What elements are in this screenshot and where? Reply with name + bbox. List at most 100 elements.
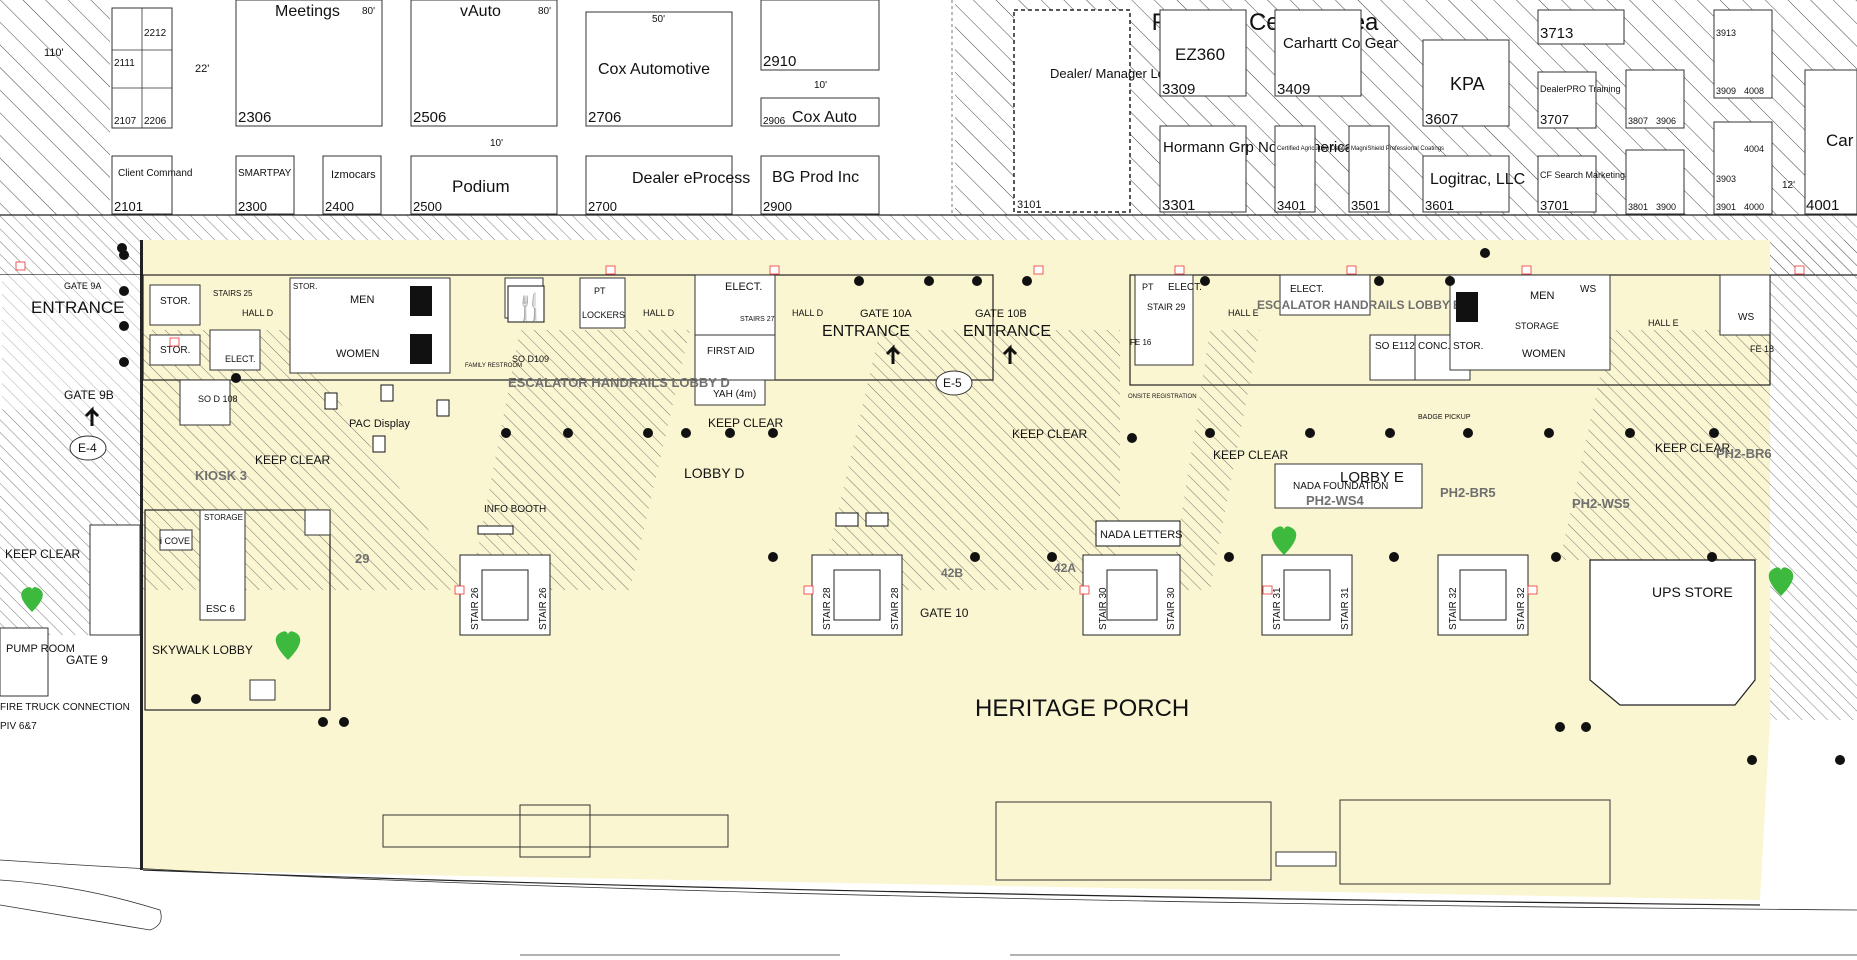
svg-text:2212: 2212 (144, 28, 167, 39)
stair-26-block[interactable]: STAIR 26 STAIR 26 (459, 554, 551, 636)
svg-text:PH2-WS5: PH2-WS5 (1572, 496, 1630, 511)
svg-text:STAIR 26: STAIR 26 (470, 587, 481, 630)
aed-icon (21, 587, 43, 612)
svg-text:UPS STORE: UPS STORE (1652, 584, 1733, 600)
svg-text:WOMEN: WOMEN (336, 348, 379, 360)
booth-agpass[interactable]: Certified Agriculture Dealerships AgPass… (1274, 125, 1385, 213)
booth-carhartt[interactable]: Carhartt Co Gear 3409 (1274, 9, 1398, 98)
svg-text:KPA: KPA (1450, 74, 1485, 94)
booth-2910[interactable]: 2910 (760, 0, 880, 71)
svg-text:ONSITE REGISTRATION: ONSITE REGISTRATION (1128, 394, 1197, 400)
booth-cf-search[interactable]: CF Search Marketing 3701 (1537, 155, 1625, 213)
svg-text:HALL D: HALL D (242, 308, 274, 318)
svg-text:MEN: MEN (1530, 290, 1555, 302)
structural-columns (117, 243, 1845, 765)
svg-text:Dealer/ Manager Lounge: Dealer/ Manager Lounge (1050, 66, 1194, 81)
svg-text:BADGE PICKUP: BADGE PICKUP (1418, 414, 1471, 421)
svg-text:3409: 3409 (1277, 81, 1310, 98)
svg-text:3607: 3607 (1425, 111, 1458, 128)
svg-text:STAIR 28: STAIR 28 (890, 587, 901, 630)
svg-text:FE 18: FE 18 (1750, 344, 1774, 354)
svg-text:MEN: MEN (350, 294, 375, 306)
svg-text:Meetings: Meetings (275, 3, 340, 20)
svg-text:Logitrac, LLC: Logitrac, LLC (1430, 171, 1525, 188)
svg-text:42A: 42A (1054, 561, 1076, 575)
booth-dealerpro[interactable]: DealerPRO Training 3707 (1537, 71, 1621, 129)
stair-32-block[interactable]: STAIR 32 STAIR 32 (1437, 554, 1529, 636)
svg-text:PH2-BR5: PH2-BR5 (1440, 485, 1496, 500)
svg-text:WS: WS (1738, 312, 1754, 323)
svg-text:ESCALATOR HANDRAILS LOBBY D: ESCALATOR HANDRAILS LOBBY D (508, 375, 730, 390)
ups-store[interactable]: UPS STORE (1589, 559, 1756, 706)
svg-text:4001: 4001 (1806, 197, 1839, 214)
booth-ez360[interactable]: EZ360 3309 (1159, 9, 1247, 98)
svg-text:3901: 3901 (1716, 202, 1736, 212)
svg-text:STORAGE: STORAGE (1515, 321, 1559, 331)
svg-text:110': 110' (44, 47, 64, 59)
booth-izmocars[interactable]: Izmocars 2400 (322, 155, 382, 215)
svg-text:DealerPRO Training: DealerPRO Training (1540, 84, 1621, 94)
booth-car-4001[interactable]: Car 4001 (1804, 69, 1857, 215)
booth-dealer-manager-lounge[interactable]: Dealer/ Manager Lounge 3101 (1013, 9, 1194, 213)
stair-28-block[interactable]: STAIR 28 STAIR 28 (811, 554, 903, 636)
svg-text:ESC 6: ESC 6 (206, 604, 235, 615)
heritage-porch-label: HERITAGE PORCH (975, 695, 1189, 722)
svg-text:2500: 2500 (413, 199, 442, 214)
svg-text:Podium: Podium (452, 177, 510, 196)
entrance-gate-10b: ENTRANCE (963, 323, 1051, 340)
booth-meetings[interactable]: Meetings 80' 2306 (235, 0, 383, 127)
svg-text:GATE 10B: GATE 10B (975, 308, 1027, 320)
svg-text:ELECT.: ELECT. (725, 281, 762, 293)
svg-text:SO E112: SO E112 (1375, 341, 1415, 352)
food-service-icon-e (1456, 292, 1478, 322)
fire-extinguisher-icon (15, 261, 1805, 595)
svg-text:80': 80' (538, 6, 551, 17)
svg-text:3900: 3900 (1656, 202, 1676, 212)
svg-text:4008: 4008 (1744, 86, 1764, 96)
booth-magnishield[interactable]: MagniShield Professional Coatings 3501 (1348, 125, 1444, 213)
svg-text:FIRE TRUCK CONNECTION: FIRE TRUCK CONNECTION (0, 702, 130, 713)
booth-3713[interactable]: 3713 (1537, 9, 1625, 45)
booth-vauto[interactable]: vAuto 80' 2506 (410, 0, 558, 127)
svg-text:HALL D: HALL D (792, 308, 824, 318)
stair-30-block[interactable]: STAIR 30 STAIR 30 (1082, 554, 1181, 636)
svg-text:STORAGE: STORAGE (204, 513, 243, 522)
svg-text:🍴: 🍴 (514, 292, 546, 323)
svg-text:2910: 2910 (763, 53, 796, 70)
booth-cox-auto[interactable]: 2906 Cox Auto 10' (760, 80, 880, 127)
svg-text:2111: 2111 (114, 58, 135, 69)
svg-text:STOR.: STOR. (160, 296, 190, 307)
nada-letters-box[interactable]: NADA LETTERS (1095, 520, 1183, 547)
booth-client-command[interactable]: Client Command 2101 (111, 155, 192, 215)
svg-text:2306: 2306 (238, 109, 271, 126)
booth-logitrac[interactable]: Logitrac, LLC 3601 (1422, 155, 1525, 213)
svg-text:E-5: E-5 (943, 376, 962, 390)
booth-podium[interactable]: Podium 2500 (410, 155, 558, 215)
booth-kpa[interactable]: KPA 3607 (1422, 39, 1510, 128)
svg-text:2300: 2300 (238, 199, 267, 214)
svg-text:HALL D: HALL D (643, 308, 675, 318)
svg-text:INFO BOOTH: INFO BOOTH (484, 504, 546, 515)
aed-icon (1271, 526, 1297, 555)
keep-clear-hatch-east (1560, 330, 1770, 560)
svg-text:STAIR 31: STAIR 31 (1272, 587, 1283, 630)
nada-foundation-box[interactable]: LOBBY E NADA FOUNDATION (1274, 463, 1423, 509)
svg-text:LOCKERS: LOCKERS (582, 310, 625, 320)
svg-text:NADA FOUNDATION: NADA FOUNDATION (1293, 481, 1388, 492)
stair-31-block[interactable]: STAIR 31 STAIR 31 (1261, 554, 1353, 636)
skywalk-cluster (0, 509, 331, 711)
svg-text:PAC Display: PAC Display (349, 418, 410, 430)
booth-cluster-3800-4000: 3807 3906 3801 3900 3913 3909 4008 4004 … (1625, 9, 1773, 215)
booth-smartpay[interactable]: SMARTPAY 2300 (235, 155, 295, 215)
svg-text:STAIR 32: STAIR 32 (1516, 587, 1527, 630)
svg-text:HALL E: HALL E (1228, 308, 1259, 318)
booth-dealer-eprocess[interactable]: Dealer eProcess 2700 (585, 155, 750, 215)
svg-text:3101: 3101 (1017, 199, 1041, 211)
svg-text:Izmocars: Izmocars (331, 169, 376, 181)
svg-text:PH2-BR6: PH2-BR6 (1716, 446, 1772, 461)
svg-text:2700: 2700 (588, 199, 617, 214)
booth-cox-automotive[interactable]: Cox Automotive 50' 2706 (585, 11, 733, 127)
svg-text:KEEP CLEAR: KEEP CLEAR (255, 453, 330, 467)
booth-bg-prod[interactable]: BG Prod Inc 2900 (760, 155, 880, 215)
svg-text:GATE 10: GATE 10 (920, 606, 969, 620)
